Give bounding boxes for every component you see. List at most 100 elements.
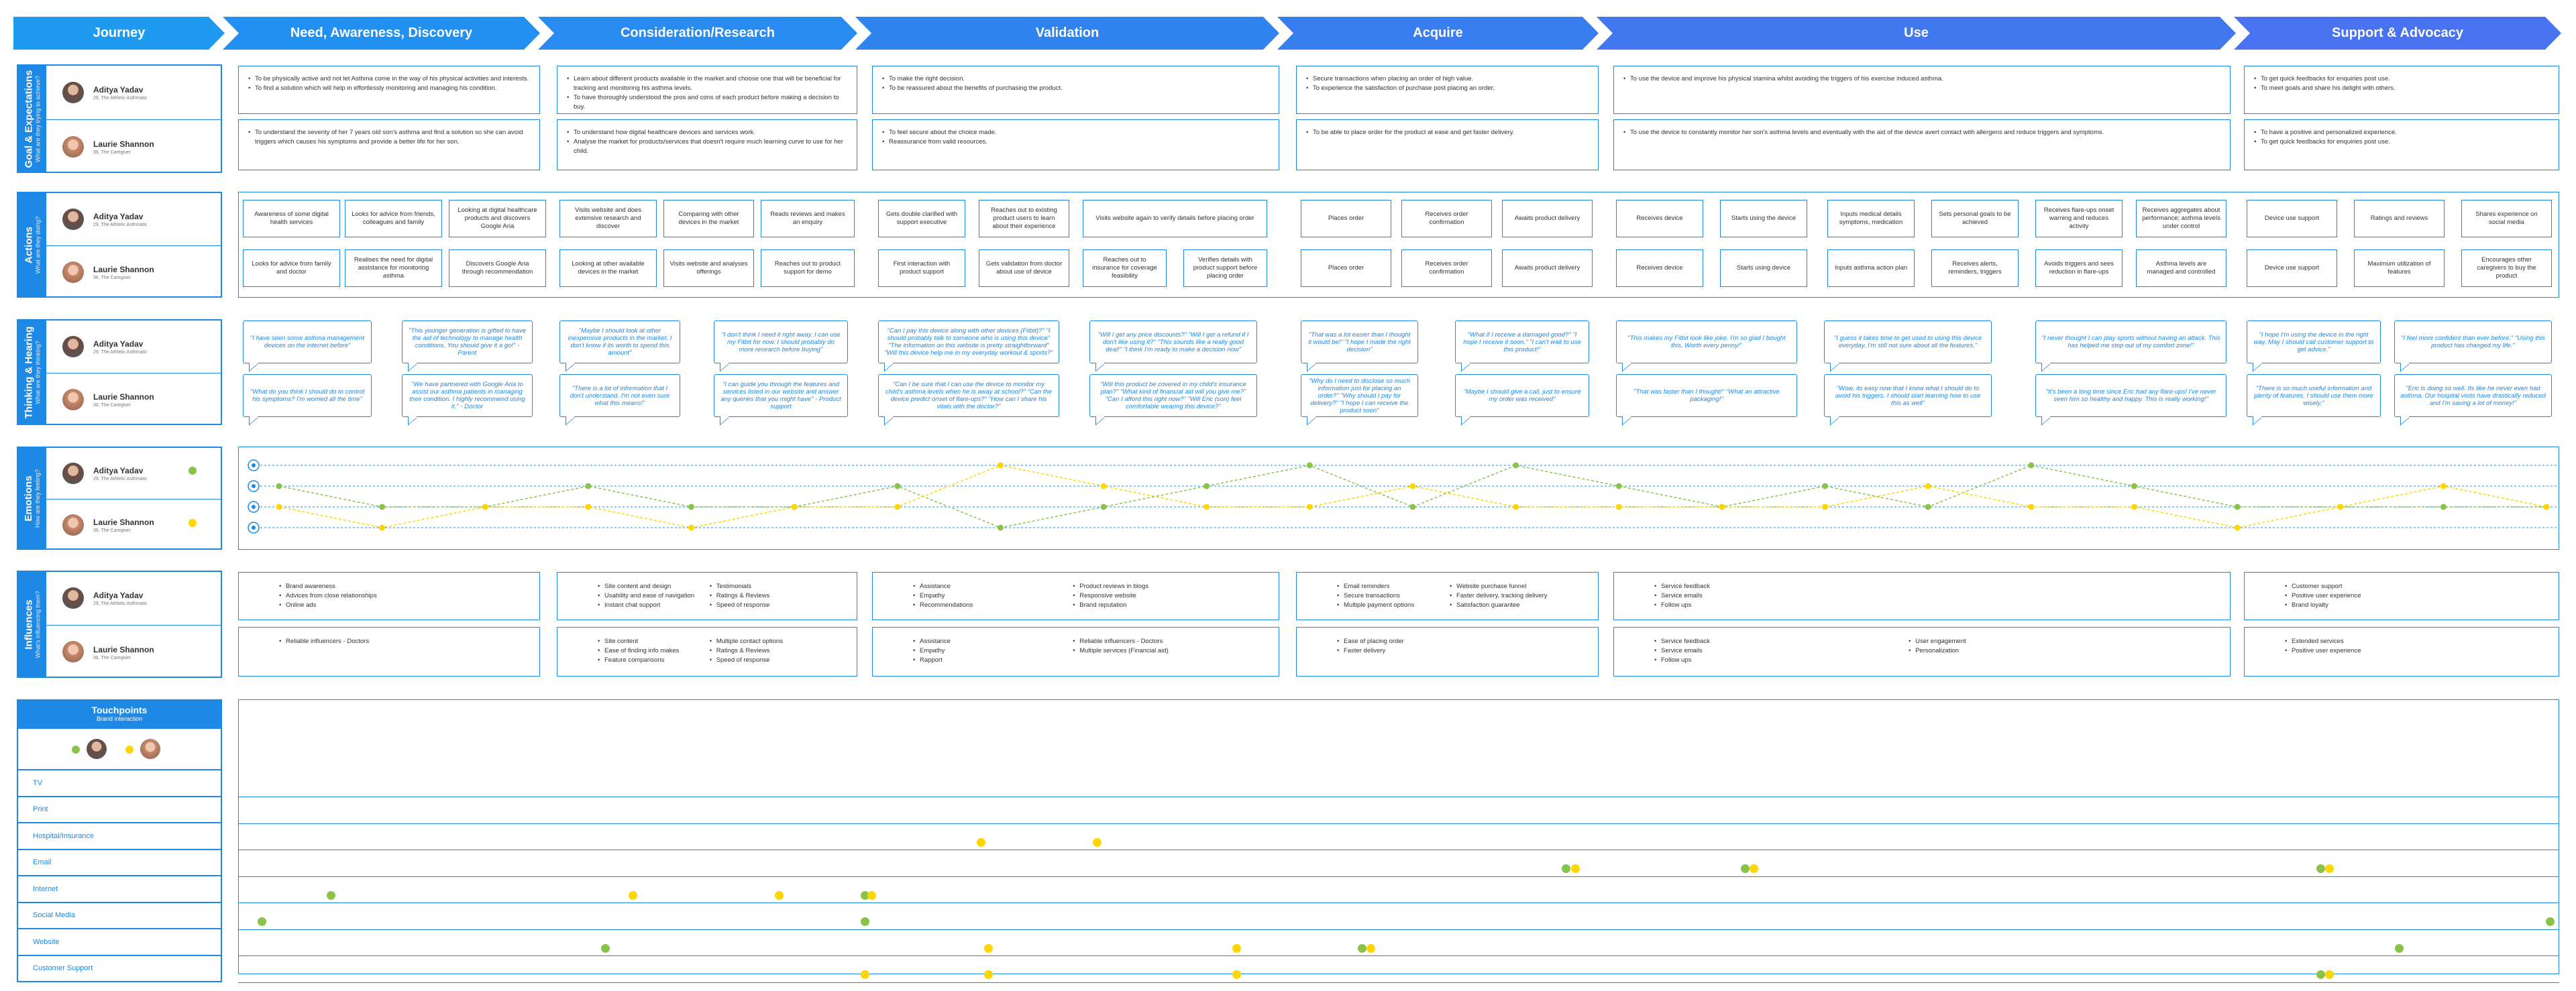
- touchpoint-dot: [2316, 864, 2325, 874]
- influence-item: Multiple services (Financial aid): [1073, 646, 1219, 656]
- influence-item: Website purchase funnel: [1450, 582, 1549, 591]
- influence-item: Follow ups: [1654, 601, 2190, 610]
- action-card: Reaches out to insurance for coverage fe…: [1083, 249, 1167, 287]
- action-card: Device use support: [2247, 249, 2337, 287]
- emotion-point: [379, 524, 386, 531]
- emotion-point: [1925, 504, 1931, 510]
- emotion-point: [1513, 504, 1519, 510]
- action-card: Device use support: [2247, 200, 2337, 237]
- emotion-chart: [248, 459, 2557, 534]
- persona-name: Aditya Yadav: [93, 591, 144, 600]
- goal-box: To be able to place order for the produc…: [1296, 119, 1599, 170]
- emotion-point: [1925, 483, 1931, 489]
- touchpoint-dot: [983, 943, 993, 953]
- goal-item: To experience the satisfaction of purcha…: [1306, 84, 1589, 93]
- influence-item: Responsive website: [1073, 591, 1219, 601]
- emotion-point: [1100, 483, 1107, 489]
- touchpoint-dot: [1562, 864, 1571, 874]
- influence-item: Reliable influencers - Doctors: [279, 637, 499, 646]
- persona-role: 29, The Athletic Asthmatic: [93, 222, 148, 227]
- avatar: [62, 388, 84, 410]
- persona-role: 29, The Athletic Asthmatic: [93, 476, 148, 481]
- emotion-line-a: [278, 465, 2546, 528]
- goal-box: Learn about different products available…: [557, 66, 857, 114]
- action-card: Places order: [1301, 249, 1391, 287]
- influence-box: Site content and designUsability and eas…: [557, 572, 857, 620]
- persona-name: Laurie Shannon: [93, 644, 154, 654]
- influence-item: Multiple contact options: [710, 637, 808, 646]
- action-card: Receives alerts, reminders, triggers: [1931, 249, 2019, 287]
- goal-item: To get quick feedbacks for enquiries pos…: [2254, 74, 2549, 84]
- influence-item: Extended services: [2285, 637, 2518, 646]
- action-card: Receives device: [1616, 200, 1703, 237]
- persona-name: Laurie Shannon: [93, 139, 154, 149]
- influence-item: Personalization: [1909, 646, 2149, 656]
- channel-internet: Internet: [17, 876, 222, 903]
- influence-item: Reliable influencers - Doctors: [1073, 637, 1219, 646]
- persona-a-legend-dot: [189, 467, 197, 475]
- action-card: Visits website and does extensive resear…: [559, 200, 657, 237]
- emotion-point: [2028, 504, 2035, 510]
- persona-role: 36, The Caregiver: [93, 655, 131, 660]
- touchpoints-panel: [238, 699, 2559, 974]
- emotion-point: [585, 483, 592, 489]
- emotion-point: [379, 504, 386, 510]
- channel-line: [238, 876, 2559, 877]
- goal-item: To understand how digital healthcare dev…: [567, 128, 847, 137]
- emotion-point: [2234, 524, 2241, 531]
- touchpoint-dot: [867, 890, 877, 900]
- emotion-point: [2440, 483, 2447, 489]
- avatar: [140, 739, 160, 759]
- influence-item: Secure transactions: [1337, 591, 1436, 601]
- emotion-point: [276, 483, 282, 489]
- influence-item: Ratings & Reviews: [710, 591, 808, 601]
- touchpoint-dot: [977, 837, 986, 847]
- influence-item: Service feedback: [1654, 582, 2190, 591]
- action-card: Ratings and reviews: [2354, 200, 2445, 237]
- channel-line: [238, 955, 2559, 956]
- influence-item: Testimonials: [710, 582, 808, 591]
- touchpoints-subtitle: Brand interaction: [96, 715, 143, 722]
- influence-box: Email remindersSecure transactionsMultip…: [1296, 572, 1599, 620]
- influence-item: Satisfaction guarantee: [1450, 601, 1549, 610]
- goal-item: To make the right decision.: [882, 74, 1269, 84]
- action-card: Starts using the device: [1720, 200, 1807, 237]
- action-card: Awaits product delivery: [1502, 200, 1593, 237]
- influence-item: Ratings & Reviews: [710, 646, 808, 656]
- influence-item: Feature comparisons: [598, 656, 696, 665]
- influence-box: AssistanceEmpathyRecommendationsProduct …: [872, 572, 1279, 620]
- emotion-point: [1719, 504, 1725, 510]
- stage-1: Need, Awareness, Discovery: [223, 17, 540, 50]
- touchpoint-dot: [600, 943, 610, 953]
- action-card: Realises the need for digital assistance…: [345, 249, 442, 287]
- goal-item: To meet goals and share his delight with…: [2254, 84, 2549, 93]
- avatar: [62, 335, 84, 357]
- emotion-point: [688, 504, 695, 510]
- thought-bubble: "Will I get any price discounts?" "Will …: [1089, 320, 1257, 363]
- influence-item: Brand reputation: [1073, 601, 1219, 610]
- thought-bubble: "I have seen some asthma management devi…: [243, 320, 372, 363]
- touchpoint-dot: [2316, 970, 2325, 980]
- thought-bubble: "What do you think I should do to contro…: [243, 374, 372, 417]
- persona-name: Laurie Shannon: [93, 265, 154, 274]
- influence-item: Brand loyalty: [2285, 601, 2518, 610]
- influence-box: Brand awarenessAdvices from close relati…: [238, 572, 540, 620]
- action-card: Reads reviews and makes an enquiry: [761, 200, 855, 237]
- emotion-point: [2337, 504, 2344, 510]
- action-card: Gets double clarified with support execu…: [878, 200, 965, 237]
- action-card: Visits website again to verify details b…: [1083, 200, 1267, 237]
- touchpoint-dot: [983, 970, 993, 980]
- influence-item: Assistance: [913, 637, 1059, 646]
- emotion-line-b: [278, 465, 2547, 528]
- influence-box: Customer supportPositive user experience…: [2244, 572, 2559, 620]
- channel-print: Print: [17, 797, 222, 823]
- goal-item: To have a positive and personalized expe…: [2254, 128, 2549, 137]
- action-card: Looking at digital healthcare products a…: [449, 200, 546, 237]
- influences-subtitle: What's influencing them?: [34, 590, 42, 658]
- influence-item: Brand awareness: [279, 582, 499, 591]
- goal-item: To get quick feedbacks for enquiries pos…: [2254, 137, 2549, 147]
